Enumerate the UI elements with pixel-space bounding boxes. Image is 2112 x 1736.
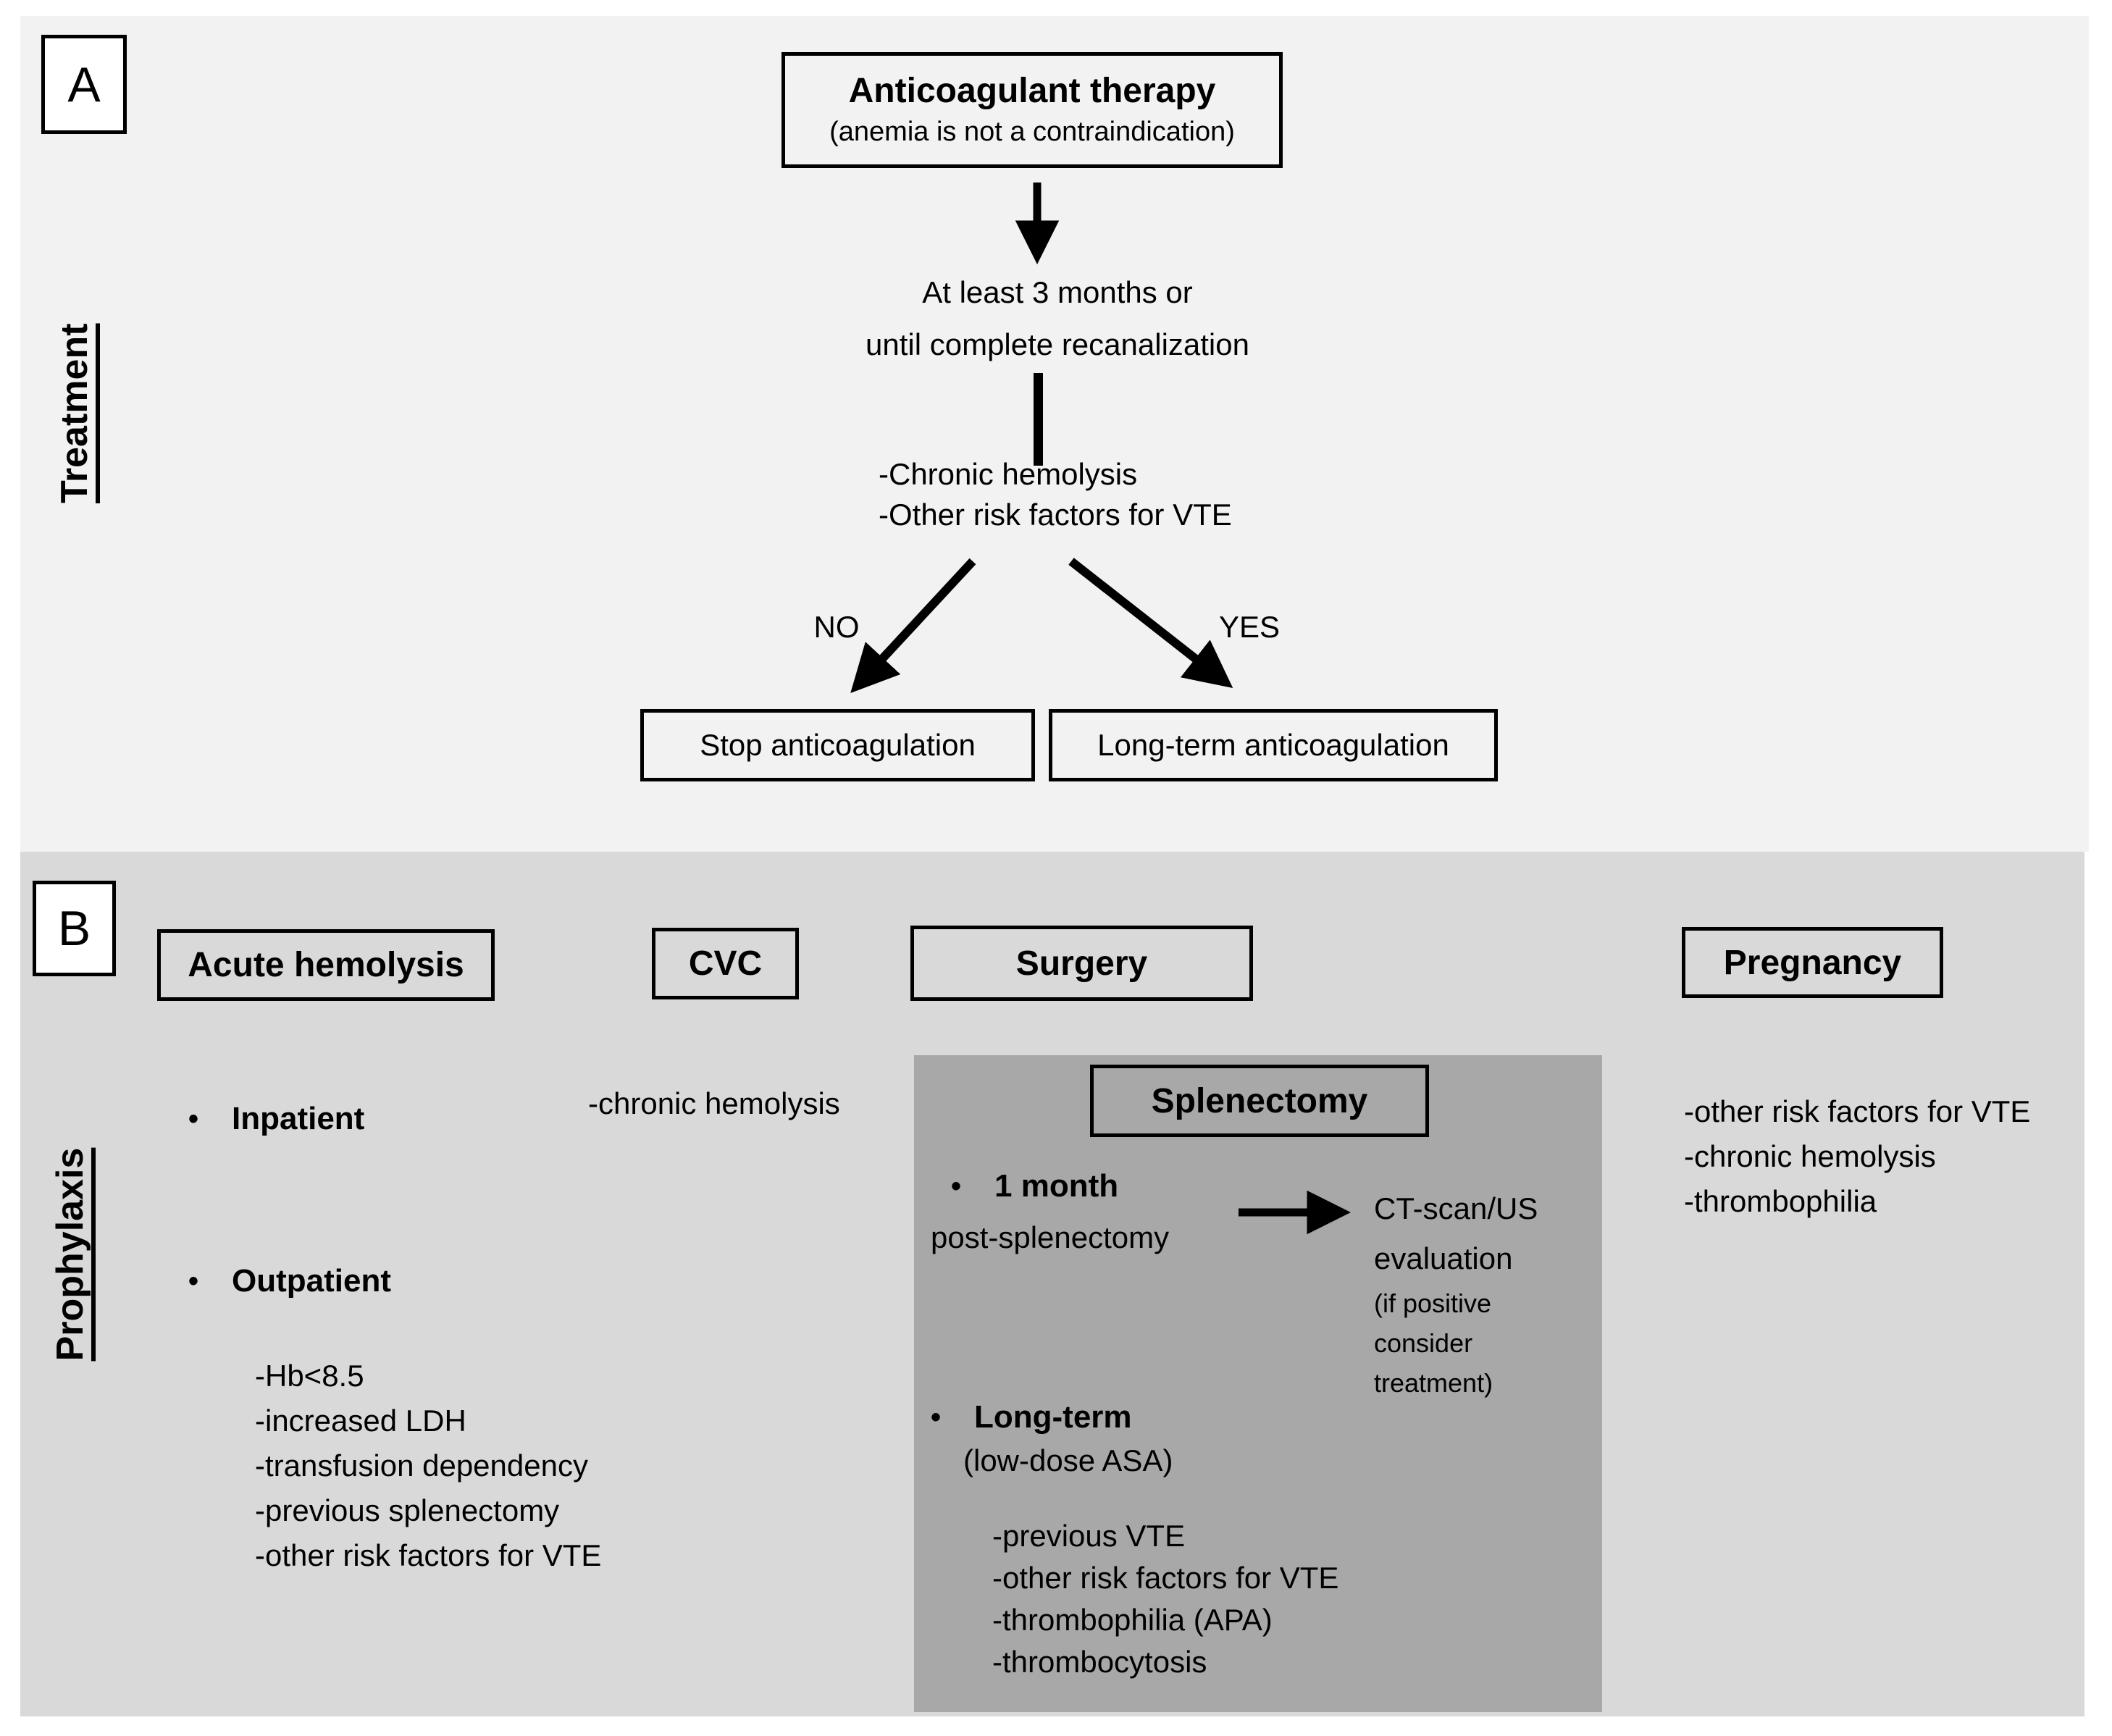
long-term-item: Long-term	[931, 1397, 1131, 1438]
anticoagulant-therapy-box: Anticoagulant therapy (anemia is not a c…	[781, 52, 1283, 168]
outpatient-item: Outpatient	[188, 1261, 391, 1301]
duration-text: At least 3 months or until complete reca…	[804, 267, 1311, 371]
list-item: -other risk factors for VTE	[1684, 1094, 2031, 1128]
pregnancy-header-box: Pregnancy	[1682, 927, 1943, 998]
list-item: -increased LDH	[255, 1404, 466, 1438]
list-item: -chronic hemolysis	[1684, 1139, 1936, 1173]
list-item: -thrombophilia	[1684, 1184, 1877, 1218]
down-arrow	[1015, 183, 1060, 264]
cvc-note: -chronic hemolysis	[588, 1086, 840, 1120]
duration-line-1: At least 3 months or	[922, 275, 1193, 309]
acute-hemolysis-header-box: Acute hemolysis	[157, 929, 495, 1001]
prophylaxis-side-label: Prophylaxis	[49, 1147, 91, 1362]
ct-eval-note: (if positive consider treatment)	[1374, 1283, 1606, 1403]
long-term-anticoagulation-label: Long-term anticoagulation	[1097, 728, 1449, 762]
ct-eval-note-line: treatment)	[1374, 1368, 1493, 1398]
anticoagulant-therapy-subtitle: (anemia is not a contraindication)	[829, 117, 1235, 147]
panel-a-label-box: A	[41, 35, 127, 134]
one-month-item: 1 month	[951, 1166, 1118, 1207]
list-item: -previous splenectomy	[255, 1493, 560, 1527]
list-item: -other risk factors for VTE	[255, 1538, 602, 1572]
yes-branch-arrow	[1068, 558, 1233, 689]
ct-eval-line-2: evaluation	[1374, 1241, 1513, 1275]
list-item: -Hb<8.5	[255, 1359, 364, 1393]
low-dose-asa-text: (low-dose ASA)	[963, 1443, 1173, 1477]
panel-a-label: A	[67, 56, 101, 112]
acute-hemolysis-header: Acute hemolysis	[188, 946, 464, 984]
risk-factor-line: -Other risk factors for VTE	[879, 498, 1232, 532]
splenectomy-header: Splenectomy	[1151, 1081, 1368, 1120]
panel-b-label-box: B	[33, 881, 116, 976]
yes-branch-label: YES	[1218, 610, 1281, 644]
surgery-header: Surgery	[1015, 944, 1148, 983]
risk-factor-line: -Chronic hemolysis	[879, 457, 1138, 491]
long-term-criteria-list: -previous VTE -other risk factors for VT…	[992, 1515, 1338, 1683]
treatment-side-label: Treatment	[54, 323, 96, 503]
pregnancy-criteria-list: -other risk factors for VTE -chronic hem…	[1684, 1089, 2030, 1224]
no-branch-arrow	[850, 558, 976, 693]
connector-line	[1034, 373, 1043, 466]
post-splenectomy-text: post-splenectomy	[931, 1220, 1170, 1254]
risk-factors-text: -Chronic hemolysis -Other risk factors f…	[879, 454, 1328, 535]
ct-eval-arrow	[1239, 1190, 1351, 1235]
long-term-anticoagulation-box: Long-term anticoagulation	[1049, 709, 1498, 781]
splenectomy-header-box: Splenectomy	[1090, 1065, 1429, 1137]
list-item: -thrombophilia (APA)	[992, 1603, 1273, 1637]
surgery-header-box: Surgery	[910, 926, 1253, 1001]
list-item: -transfusion dependency	[255, 1448, 588, 1483]
pregnancy-header: Pregnancy	[1723, 943, 1902, 982]
list-item: -thrombocytosis	[992, 1645, 1207, 1679]
list-item: -other risk factors for VTE	[992, 1561, 1339, 1595]
ct-eval-note-line: (if positive	[1374, 1288, 1492, 1318]
outpatient-criteria-list: -Hb<8.5 -increased LDH -transfusion depe…	[255, 1354, 601, 1578]
inpatient-item: Inpatient	[188, 1099, 364, 1139]
decision-fork-arrows	[850, 558, 1233, 693]
stop-anticoagulation-label: Stop anticoagulation	[700, 728, 976, 762]
duration-line-2: until complete recanalization	[866, 327, 1249, 361]
stop-anticoagulation-box: Stop anticoagulation	[640, 709, 1035, 781]
no-branch-label: NO	[813, 610, 860, 644]
anticoagulant-therapy-title: Anticoagulant therapy	[848, 72, 1216, 110]
cvc-header: CVC	[688, 944, 763, 983]
panel-b-label: B	[57, 901, 91, 956]
ct-eval-note-line: consider	[1374, 1328, 1473, 1358]
ct-eval-block: CT-scan/US evaluation (if positive consi…	[1374, 1183, 1606, 1403]
cvc-header-box: CVC	[652, 928, 799, 999]
splenectomy-sub-panel	[914, 1055, 1602, 1712]
ct-eval-line-1: CT-scan/US	[1374, 1191, 1538, 1225]
list-item: -previous VTE	[992, 1519, 1186, 1553]
